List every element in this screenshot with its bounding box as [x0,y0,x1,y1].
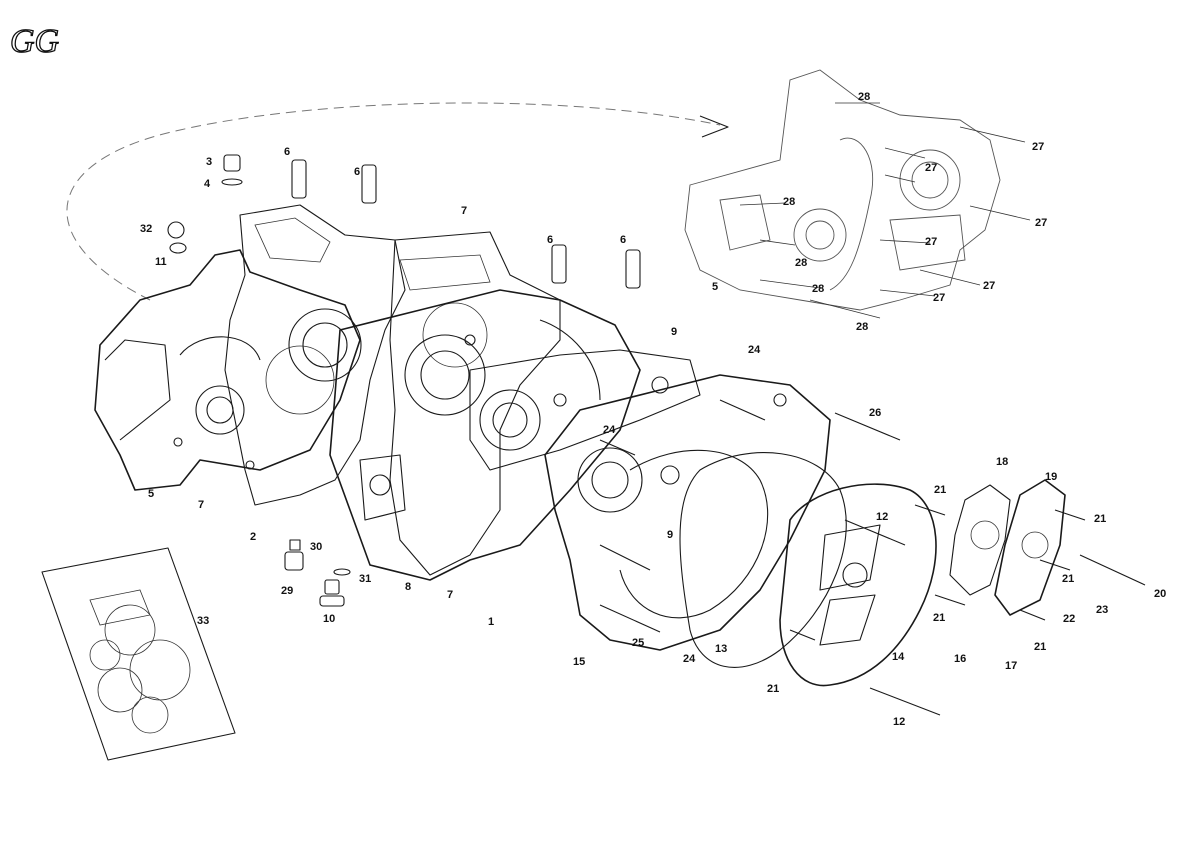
label-6: 6 [547,234,553,246]
label-9: 9 [671,326,677,338]
clutch-cover [544,374,831,651]
label-32: 32 [140,223,152,235]
label-27: 27 [1035,217,1047,229]
label-24: 24 [683,653,696,665]
assembled-crankcase [684,69,1031,319]
label-7: 7 [461,205,467,217]
label-14: 14 [892,651,905,663]
center-gasket [389,231,561,576]
ignition-cover [779,483,937,687]
cover-gasket [679,452,847,668]
label-6: 6 [354,166,360,178]
svg-text:GG: GG [10,23,59,60]
pump-cover [994,479,1066,616]
label-13: 13 [715,643,727,655]
label-12: 12 [876,511,888,523]
label-17: 17 [1005,660,1017,672]
label-21: 21 [1062,573,1074,585]
label-20: 20 [1154,588,1166,600]
label-25: 25 [632,637,644,649]
bolts [599,399,1146,716]
label-28: 28 [783,196,795,208]
label-12: 12 [893,716,905,728]
label-28: 28 [856,321,868,333]
o-ring-gasket [469,349,701,471]
label-21: 21 [933,612,945,624]
crankcase-gasket [224,204,406,506]
label-28: 28 [795,257,807,269]
label-27: 27 [1032,141,1044,153]
label-7: 7 [198,499,204,511]
label-21: 21 [1034,641,1046,653]
label-28: 28 [812,283,824,295]
label-19: 19 [1045,471,1057,483]
label-26: 26 [869,407,881,419]
label-31: 31 [359,573,371,585]
label-9: 9 [667,529,673,541]
label-5-assembled: 5 [712,281,718,293]
right-crankcase-half [329,289,641,581]
drain-plugs [284,539,351,607]
label-1: 1 [488,616,494,628]
label-16: 16 [954,653,966,665]
label-29: 29 [281,585,293,597]
label-27: 27 [925,162,937,174]
label-27: 27 [983,280,995,292]
label-21: 21 [934,484,946,496]
label-24: 24 [603,424,616,436]
label-10: 10 [323,613,335,625]
left-crankcase-half [94,249,362,491]
label-22: 22 [1063,613,1075,625]
label-8: 8 [405,581,411,593]
label-27: 27 [925,236,937,248]
label-23: 23 [1096,604,1108,616]
label-7: 7 [447,589,453,601]
brand-logo: GG [9,22,59,60]
label-3: 3 [206,156,212,168]
assembly-arrow [66,102,729,301]
gasket-kit [41,547,236,761]
label-33: 33 [197,615,209,627]
label-21: 21 [767,683,779,695]
pump-gasket [949,484,1011,596]
label-21: 21 [1094,513,1106,525]
label-28: 28 [858,91,870,103]
part-labels: 1 2 3 4 5 5 6 6 6 6 7 7 7 8 9 9 10 11 12… [140,91,1166,728]
label-11: 11 [155,256,167,268]
label-6: 6 [284,146,290,158]
label-27: 27 [933,292,945,304]
label-24: 24 [748,344,761,356]
dowel-pins [291,159,641,289]
label-18: 18 [996,456,1008,468]
label-2: 2 [250,531,256,543]
label-6: 6 [620,234,626,246]
label-4: 4 [204,178,211,190]
label-15: 15 [573,656,585,668]
label-30: 30 [310,541,322,553]
label-5: 5 [148,488,154,500]
breather-parts [167,154,243,254]
